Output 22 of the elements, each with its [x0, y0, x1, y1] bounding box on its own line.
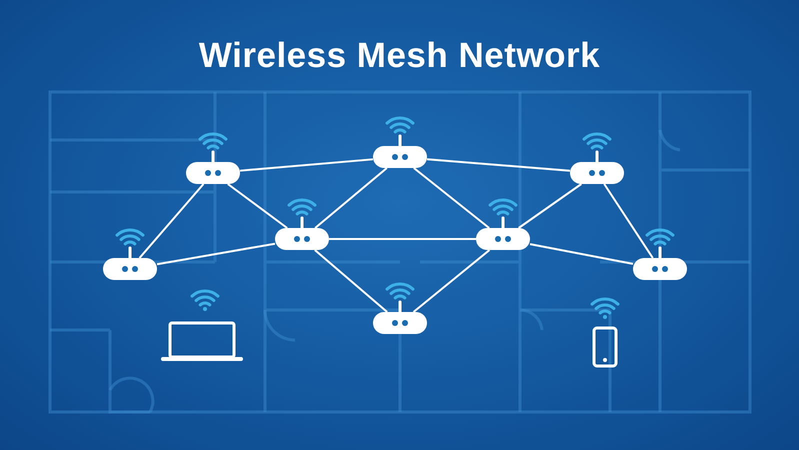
connection-line: [412, 249, 490, 313]
router-icon: [186, 162, 240, 184]
connection-line: [518, 183, 582, 229]
connection-line: [138, 183, 204, 259]
router-icon: [570, 162, 624, 184]
connection-line: [329, 238, 476, 240]
connection-line: [156, 242, 276, 266]
router-icon: [275, 228, 329, 250]
router-icon: [103, 258, 157, 280]
connection-line: [413, 167, 490, 229]
router-icon: [373, 312, 427, 334]
connection-line: [314, 249, 388, 313]
connection-line: [227, 183, 288, 229]
connection-line: [240, 158, 374, 172]
router-icon: [633, 258, 687, 280]
diagram-title: Wireless Mesh Network: [198, 36, 600, 76]
connection-line: [426, 158, 570, 172]
connection-line: [530, 243, 634, 265]
connection-line: [603, 183, 654, 259]
router-icon: [476, 228, 530, 250]
connection-line: [314, 167, 388, 229]
router-icon: [373, 146, 427, 168]
